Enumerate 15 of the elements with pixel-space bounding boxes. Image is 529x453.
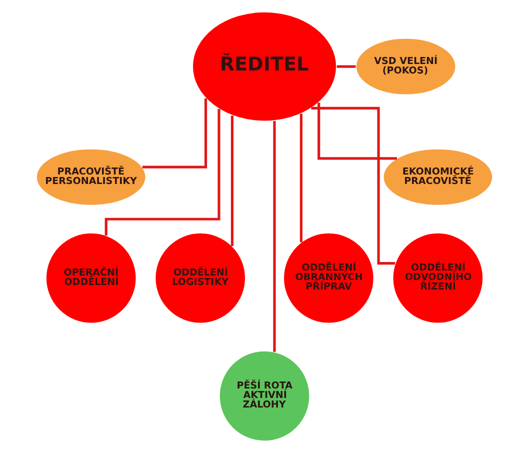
node-circle: ODDĚLENÍ ODVODNÍHO ŘÍZENÍ	[392, 232, 484, 324]
connector	[300, 114, 302, 242]
node-ellipse: EKONOMICKÉ PRACOVIŠTĚ	[382, 148, 493, 206]
connector	[336, 65, 356, 68]
node-ellipse: ŘEDITEL	[192, 11, 337, 122]
connector	[230, 116, 234, 246]
connector	[318, 102, 397, 160]
node-circle: ODDĚLENÍ OBRANNÝCH PŘÍPRAV	[283, 232, 374, 324]
connector	[273, 120, 276, 352]
node-circle: ODDĚLENÍ LOGISTIKY	[154, 232, 246, 324]
node-circle: PĚŠÍ ROTA AKTIVNÍ ZÁLOHY	[218, 350, 310, 442]
node-ellipse: VSD VELENÍ (POKOS)	[356, 38, 456, 96]
connector	[142, 98, 208, 168]
node-circle: OPERAČNÍ ODDĚLENÍ	[46, 232, 137, 324]
node-ellipse: PRACOVIŠTĚ PERSONALISTIKY	[36, 148, 146, 206]
